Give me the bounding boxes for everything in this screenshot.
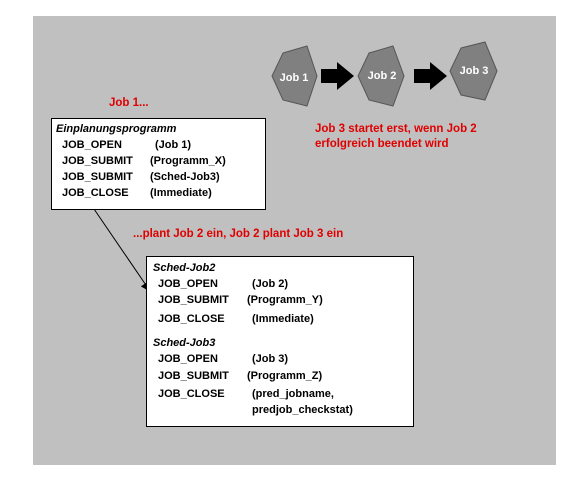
sched-job3-title: Sched-Job3 xyxy=(153,337,216,349)
program-title: Einplanungsprogramm xyxy=(56,123,177,135)
job3-label: Job 3 xyxy=(460,65,489,77)
program-box: Einplanungsprogramm JOB_OPEN (Job 1) JOB… xyxy=(51,118,266,210)
job3-hexagon: Job 3 xyxy=(449,41,498,101)
arrow-job1-to-job2 xyxy=(321,62,354,90)
note-plan: ...plant Job 2 ein, Job 2 plant Job 3 ei… xyxy=(133,228,344,240)
note-condition-line-2: erfolgreich beendet wird xyxy=(315,138,449,150)
sched-job2-arg-2: (Programm_Y) xyxy=(247,294,323,306)
sched-job3-arg-3: (pred_jobname, xyxy=(252,388,334,400)
connector-arrow xyxy=(93,208,151,292)
sched-job2-cmd-2: JOB_SUBMIT xyxy=(158,294,229,306)
sched-job3-cmd-1: JOB_OPEN xyxy=(158,353,218,365)
program-cmd-4: JOB_CLOSE xyxy=(62,187,129,199)
program-cmd-1: JOB_OPEN xyxy=(62,139,122,151)
arrow-job2-to-job3 xyxy=(414,62,447,90)
program-cmd-3: JOB_SUBMIT xyxy=(62,171,133,183)
sched-job3-arg-2: (Programm_Z) xyxy=(247,370,323,382)
sched-job2-arg-1: (Job 2) xyxy=(252,278,289,290)
sched-job3-cmd-2: JOB_SUBMIT xyxy=(158,370,229,382)
job1-hexagon: Job 1 xyxy=(271,45,318,107)
program-arg-3: (Sched-Job3) xyxy=(150,171,220,183)
sched-job3-arg-1: (Job 3) xyxy=(252,353,289,365)
program-arg-4: (Immediate) xyxy=(150,187,212,199)
sched-job2-title: Sched-Job2 xyxy=(153,262,216,274)
job2-hexagon: Job 2 xyxy=(357,45,405,107)
sched-job2-cmd-3: JOB_CLOSE xyxy=(158,313,225,325)
job1-label: Job 1 xyxy=(280,72,309,84)
program-cmd-2: JOB_SUBMIT xyxy=(62,155,133,167)
program-arg-2: (Programm_X) xyxy=(150,155,226,167)
program-arg-1: (Job 1) xyxy=(155,139,192,151)
sched-job3-cmd-3: JOB_CLOSE xyxy=(158,388,225,400)
job2-label: Job 2 xyxy=(368,70,397,82)
sched-job3-arg-4: predjob_checkstat) xyxy=(252,404,353,416)
note-condition-line-1: Job 3 startet erst, wenn Job 2 xyxy=(315,123,477,135)
sched-box: Sched-Job2 JOB_OPEN (Job 2) JOB_SUBMIT (… xyxy=(146,256,414,427)
note-job1-heading: Job 1... xyxy=(109,97,149,109)
sched-job2-cmd-1: JOB_OPEN xyxy=(158,278,218,290)
sched-job2-arg-3: (Immediate) xyxy=(252,313,314,325)
